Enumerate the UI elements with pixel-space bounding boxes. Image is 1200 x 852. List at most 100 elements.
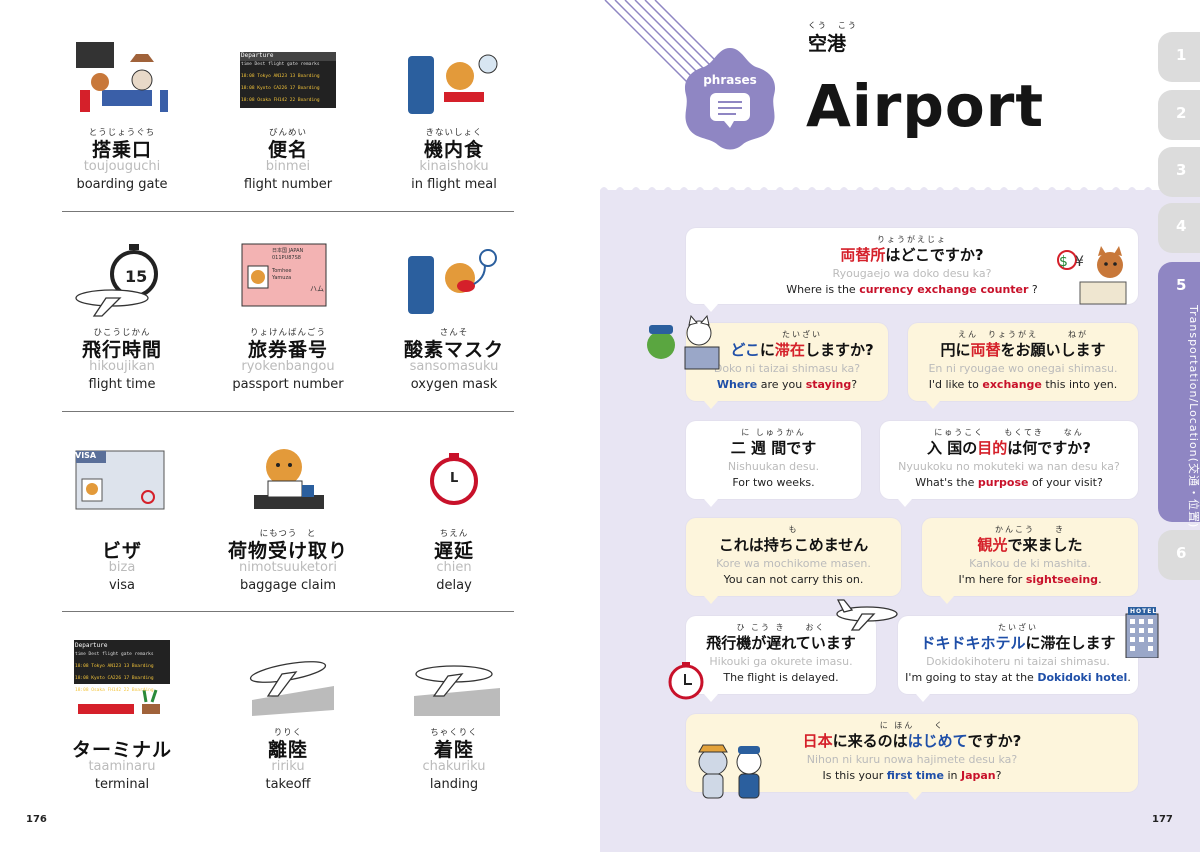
phrase-jp-part: 目的	[977, 439, 1008, 457]
phrase-romaji: Doko ni taizai shimasu ka?	[713, 362, 861, 375]
phrase-english: I'm going to stay at the Dokidoki hotel.	[898, 670, 1138, 686]
phrase-en-part: in	[943, 769, 961, 782]
phrase-japanese: 飛行機が遅れています	[686, 633, 876, 654]
boarding-gate-icon	[76, 42, 168, 112]
phrase-jp-part: 日本	[802, 732, 833, 750]
phrase-japanese: ドキドキホテルに滞在します	[898, 633, 1138, 654]
phrase-en-part: purpose	[977, 476, 1029, 489]
phrase-jp-part: をお願いします	[1000, 341, 1106, 359]
passport-icon	[241, 243, 327, 307]
phrase-japanese: 観光で来ました	[922, 535, 1138, 556]
stopwatch-airplane-icon	[75, 244, 158, 317]
vocab-english: flight number	[243, 177, 333, 192]
phrase-bubble: えん りょうがえ ねが 円に両替をお願いします En ni ryougae wo…	[908, 323, 1138, 409]
phrase-en-part: ?	[995, 769, 1002, 782]
phrase-en-part: this into yen.	[1041, 378, 1118, 391]
baggage-claim-icon	[254, 449, 324, 509]
phrase-furigana: りょうがえじょ	[877, 235, 947, 244]
phrase-english: Is this your first time in Japan?	[686, 768, 1138, 784]
board-row: 18:08 Tokyo AN123 13 Boarding	[75, 664, 154, 669]
phrase-en-part: For two weeks.	[732, 476, 815, 489]
phrase-en-part: currency exchange counter	[859, 283, 1029, 296]
phrase-furigana: かんこう き	[995, 525, 1065, 534]
phrase-bubble: ひ こう き おく 飛行機が遅れています Hikouki ga okurete …	[686, 616, 876, 702]
landing-icon	[414, 665, 500, 716]
phrase-en-part: .	[1127, 671, 1131, 684]
kanji-title: 空港	[808, 33, 847, 55]
phrase-jp-part: は何ですか?	[1007, 439, 1091, 457]
board-title: Departure	[75, 642, 108, 649]
phrase-bubble: に ほん く 日本に来るのははじめてですか? Nihon ni kuru now…	[686, 714, 1138, 800]
vocab-english: visa	[108, 578, 136, 593]
hotel-building-icon	[1125, 607, 1159, 658]
vocab-english: takeoff	[265, 777, 311, 792]
phrase-furigana: も	[788, 525, 799, 534]
bubble-tail	[916, 694, 930, 702]
phrase-romaji: Nishuukan desu.	[727, 460, 820, 473]
vocab-english: in flight meal	[411, 177, 497, 192]
phrase-en-part: .	[1098, 573, 1102, 586]
phrase-jp-part: 入 国の	[927, 439, 978, 457]
chapter-tab-3[interactable]: 3	[1158, 147, 1200, 197]
clock-icon	[430, 453, 478, 505]
phrase-romaji: Ryougaejo wa doko desu ka?	[832, 267, 992, 280]
vocab-english: terminal	[94, 777, 150, 792]
chapter-tab-6[interactable]: 6	[1158, 530, 1200, 580]
vocab-furigana: びんめい	[268, 128, 307, 138]
phrase-jp-part: どこ	[730, 341, 760, 359]
board-header: time Dest flight gate remarks	[241, 62, 320, 67]
vocab-romaji: nimotsuuketori	[239, 560, 337, 575]
vocab-romaji: toujouguchi	[83, 159, 161, 174]
phrase-en-part: first time	[886, 769, 944, 782]
svg-text:$: $	[1059, 254, 1068, 270]
vocab-japanese: 旅券番号	[247, 339, 328, 361]
phrases-badge: phrases	[680, 45, 780, 150]
phrase-japanese: 入 国の目的は何ですか?	[880, 438, 1138, 459]
phrase-en-part: of your visit?	[1028, 476, 1103, 489]
phrase-romaji: Nyuukoku no mokuteki wa nan desu ka?	[898, 460, 1120, 473]
row-divider	[62, 211, 514, 212]
phrase-jp-part: 滞在	[774, 341, 805, 359]
phrase-jp-part: これは持ちこめません	[718, 536, 869, 554]
phrase-english: What's the purpose of your visit?	[880, 475, 1138, 491]
vocab-japanese: 荷物受け取り	[227, 540, 348, 562]
phrase-english: You can not carry this on.	[686, 572, 901, 588]
phrase-japanese: 円に両替をお願いします	[908, 340, 1138, 361]
board-row: 18:08 Kyoto CA226 17 Boarding	[241, 86, 320, 91]
chapter-tab-1[interactable]: 1	[1158, 32, 1200, 82]
phrase-jp-part: に滞在します	[1025, 634, 1116, 652]
phrase-furigana: に しゅうかん	[741, 428, 806, 437]
phrase-bubble: も これは持ちこめません Kore wa mochikome masen. Yo…	[686, 518, 901, 604]
vocab-japanese: 搭乗口	[91, 139, 152, 161]
page-title: Airport	[806, 72, 1045, 140]
phrase-jp-part: 観光	[977, 536, 1008, 554]
chapter-tab-2[interactable]: 2	[1158, 90, 1200, 140]
chapter-tab-4[interactable]: 4	[1158, 203, 1200, 253]
phrase-en-part: Where is the	[786, 283, 860, 296]
bubble-tail	[908, 792, 922, 800]
phrase-jp-part: 両替所	[840, 246, 886, 264]
phrase-furigana: たいざい	[782, 330, 822, 339]
phrase-en-part: You can not carry this on.	[723, 573, 864, 586]
phrase-furigana: たいざい	[998, 623, 1038, 632]
bubble-tail	[940, 596, 954, 604]
phrase-romaji: Dokidokihoteru ni taizai shimasu.	[926, 655, 1110, 668]
chapter-tab-5[interactable]: 5	[1158, 262, 1200, 522]
terminal-icon	[74, 640, 170, 714]
page-number-right: 177	[1152, 814, 1173, 825]
passport-name: Tomhee Yamuza	[272, 268, 292, 281]
vocab-japanese: ターミナル	[71, 739, 172, 761]
vocab-english: baggage claim	[239, 578, 337, 593]
vocab-english: boarding gate	[76, 177, 168, 192]
vocab-furigana: ちゃくりく	[430, 728, 478, 738]
phrase-en-part: are you	[757, 378, 806, 391]
phrase-romaji: Kore wa mochikome masen.	[716, 557, 871, 570]
vocab-japanese: 着陸	[433, 739, 474, 761]
bubble-tail	[704, 401, 718, 409]
board-row: 18:08 Kyoto CA226 17 Boarding	[75, 676, 154, 681]
